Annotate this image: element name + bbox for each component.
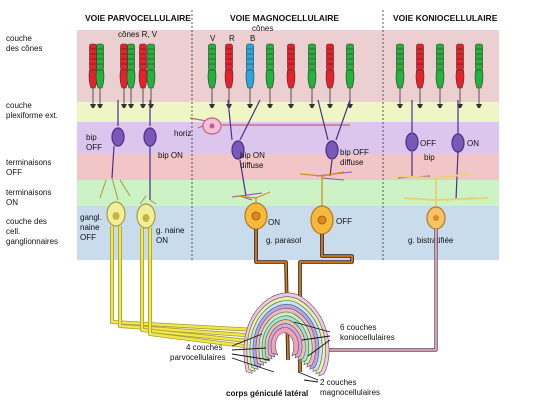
label-konio-off: OFF bbox=[420, 139, 436, 148]
label-magno-layers-1: 2 couches bbox=[320, 378, 356, 387]
label-bip-off-diffuse-2: diffuse bbox=[340, 158, 364, 167]
layer-label-on-2: ON bbox=[6, 198, 18, 207]
label-parasol-on: ON bbox=[268, 218, 280, 227]
arrow-konio-1 bbox=[293, 321, 331, 333]
label-konio-on: ON bbox=[467, 139, 479, 148]
midget-on-ganglion bbox=[136, 195, 157, 229]
bipolar-cells bbox=[111, 99, 465, 201]
cone-green bbox=[95, 43, 105, 108]
layer-label-ganglion-1: couche des bbox=[6, 217, 47, 226]
section-dividers bbox=[191, 10, 384, 260]
label-bip-on-diffuse-2: diffuse bbox=[240, 161, 264, 170]
label-g-bistratifiee: g. bistratifiée bbox=[408, 236, 454, 245]
arrow-magno-2 bbox=[303, 379, 319, 383]
lgn-pointer-arrows bbox=[231, 321, 331, 383]
title-parvo: VOIE PARVOCELLULAIRE bbox=[85, 13, 191, 23]
label-bip-off-2: OFF bbox=[86, 143, 102, 152]
arrow-parvo-1 bbox=[231, 333, 263, 347]
arrow-konio-2 bbox=[301, 335, 331, 341]
ganglion-cells bbox=[99, 171, 489, 235]
cone-red bbox=[119, 43, 129, 108]
cone-green bbox=[474, 43, 484, 108]
label-parasol-off: OFF bbox=[336, 217, 352, 226]
cone-green bbox=[395, 43, 405, 108]
label-lgn: corps géniculé latéral bbox=[226, 389, 308, 398]
layer-label-ganglion-3: ganglionnaires bbox=[6, 237, 58, 246]
cone-red bbox=[415, 43, 425, 108]
label-b: B bbox=[250, 34, 255, 43]
label-konio-layers-2: koniocellulaires bbox=[340, 333, 395, 342]
layer-label-off-1: terminaisons bbox=[6, 158, 51, 167]
cone-green bbox=[265, 43, 275, 108]
bistratified-ganglion bbox=[391, 173, 489, 230]
cone-red bbox=[88, 43, 98, 108]
label-v: V bbox=[210, 34, 216, 43]
label-r: R bbox=[229, 34, 235, 43]
cone-green bbox=[126, 43, 136, 108]
title-konio: VOIE KONIOCELLULAIRE bbox=[393, 13, 498, 23]
horizontal-cell: horiz bbox=[174, 117, 350, 138]
parasol-off-ganglion bbox=[299, 171, 345, 235]
label-parvo-layers-1: 4 couches bbox=[186, 343, 222, 352]
label-g-naine-1: g. naine bbox=[156, 226, 185, 235]
cone-red bbox=[286, 43, 296, 108]
layer-label-on-1: terminaisons bbox=[6, 188, 51, 197]
label-gangl-3: OFF bbox=[80, 233, 96, 242]
label-gangl-2: naine bbox=[80, 223, 100, 232]
layer-label-ganglion-2: cell. bbox=[6, 227, 20, 236]
layer-label-plexiform-1: couche bbox=[6, 101, 32, 110]
label-g-parasol: g. parasol bbox=[266, 236, 301, 245]
cone-green bbox=[146, 43, 156, 108]
arrow-parvo-4 bbox=[231, 357, 275, 373]
label-cones-rv: cônes R, V bbox=[118, 30, 158, 39]
title-magno: VOIE MAGNOCELLULAIRE bbox=[230, 13, 339, 23]
cone-red bbox=[455, 43, 465, 108]
parasol-on-ganglion bbox=[235, 191, 271, 230]
cones-group bbox=[88, 43, 484, 108]
label-bip-on-diffuse-1: bip ON bbox=[240, 151, 265, 160]
lgn-labels: 4 couches parvocellulaires 6 couches kon… bbox=[170, 323, 395, 398]
label-bip-on: bip ON bbox=[158, 151, 183, 160]
layer-label-cones-1: couche bbox=[6, 34, 32, 43]
layer-label-cones-2: des cônes bbox=[6, 44, 42, 53]
layer-labels: couche des cônes couche plexiforme ext. … bbox=[6, 34, 58, 246]
retina-labels: cônes R, V cônes V R B bip OFF bip ON bi… bbox=[86, 24, 479, 170]
label-bip-off-diffuse-1: bip OFF bbox=[340, 148, 369, 157]
cone-red bbox=[325, 43, 335, 108]
band-off-terminals bbox=[77, 154, 499, 180]
lgn-layer bbox=[270, 327, 299, 357]
layer-label-off-2: OFF bbox=[6, 168, 22, 177]
label-gangl-1: gangl. bbox=[80, 213, 102, 222]
label-parvo-layers-2: parvocellulaires bbox=[170, 353, 226, 362]
ganglion-labels: gangl. naine OFF g. naine ON ON OFF g. p… bbox=[80, 213, 454, 245]
arrow-magno-1 bbox=[297, 371, 319, 381]
midget-off-ganglion bbox=[99, 177, 131, 227]
label-magno-layers-2: magnocellulaires bbox=[320, 388, 380, 397]
cone-blue bbox=[245, 43, 255, 108]
label-g-naine-2: ON bbox=[156, 236, 168, 245]
arrow-konio-3 bbox=[307, 339, 331, 357]
cone-green bbox=[307, 43, 317, 108]
label-bip-off-1: bip bbox=[86, 133, 97, 142]
lgn-nucleus bbox=[243, 292, 330, 377]
band-plexiform bbox=[77, 102, 499, 122]
label-konio-layers-1: 6 couches bbox=[340, 323, 376, 332]
cone-green bbox=[345, 43, 355, 108]
horiz-label: horiz bbox=[174, 129, 191, 138]
label-konio-bip: bip bbox=[424, 153, 435, 162]
cone-green bbox=[435, 43, 445, 108]
arrow-parvo-2 bbox=[231, 347, 267, 351]
band-bipolar bbox=[77, 122, 499, 154]
layer-label-plexiform-2: plexiforme ext. bbox=[6, 111, 58, 120]
cone-green bbox=[207, 43, 217, 108]
arrow-parvo-3 bbox=[231, 353, 271, 361]
label-cones-top: cônes bbox=[252, 24, 273, 33]
cone-red bbox=[138, 43, 148, 108]
band-on-terminals bbox=[77, 180, 499, 206]
